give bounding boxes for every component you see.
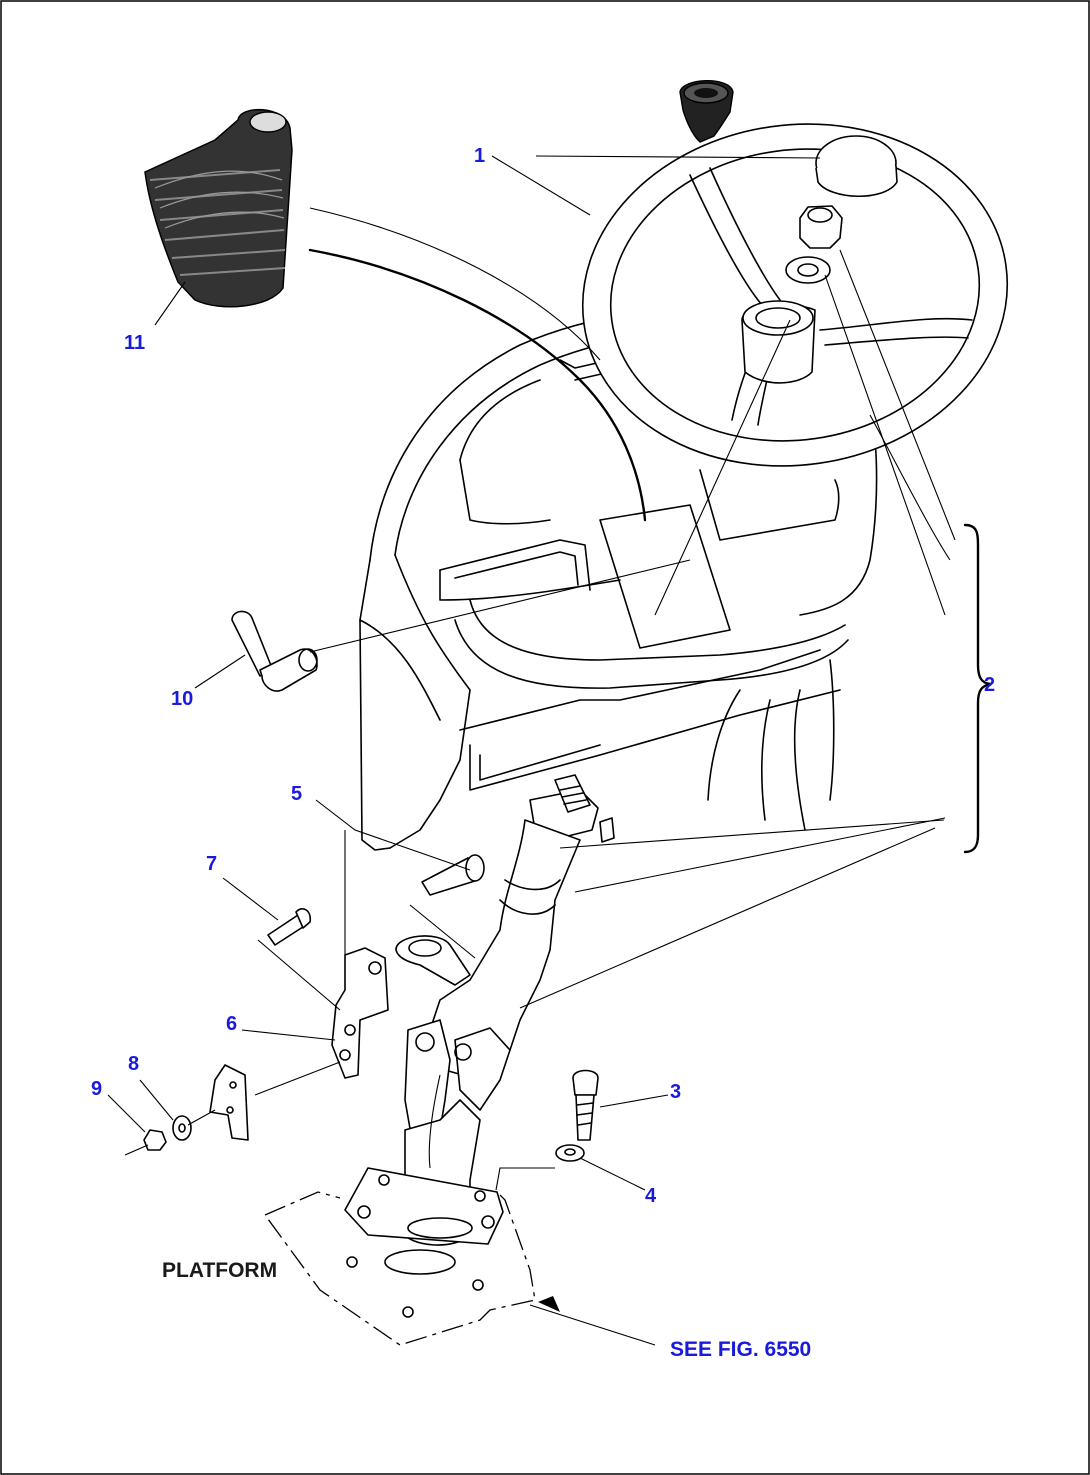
- nut-small: [143, 1129, 167, 1151]
- callout-2: 2: [984, 674, 995, 696]
- leader-11: [154, 281, 186, 326]
- support-plate: [209, 1064, 249, 1141]
- platform-label: PLATFORM: [162, 1259, 277, 1282]
- washer-small: [172, 1115, 192, 1141]
- nut: [799, 205, 843, 249]
- callout-10: 10: [171, 688, 193, 710]
- washer-lower: [555, 1144, 585, 1162]
- washer: [785, 256, 831, 284]
- bolt-lower: [572, 1069, 599, 1141]
- steering-wheel: [581, 123, 1009, 467]
- assembly-brace: [963, 523, 992, 854]
- bolt-upper: [267, 908, 312, 946]
- lock-pin: [421, 854, 485, 896]
- spinner-knob: [679, 80, 734, 143]
- lever-boot: [144, 108, 293, 308]
- callout-4: 4: [645, 1185, 657, 1207]
- callout-11: 11: [124, 332, 145, 354]
- callout-6: 6: [226, 1013, 237, 1035]
- callout-9: 9: [91, 1078, 102, 1100]
- callout-3: 3: [670, 1081, 681, 1103]
- callout-5: 5: [291, 783, 302, 805]
- boot-reference-line: [308, 248, 647, 522]
- callout-1: 1: [474, 145, 485, 167]
- callout-7: 7: [206, 853, 217, 875]
- see-figure-label[interactable]: SEE FIG. 6550: [670, 1338, 811, 1361]
- reference-arrow: [538, 1296, 560, 1312]
- horn-cap: [815, 135, 898, 198]
- callout-8: 8: [128, 1053, 139, 1075]
- mounting-bracket: [331, 947, 389, 1079]
- steering-column: [344, 774, 615, 1246]
- boot-reference-line-2: [309, 207, 601, 361]
- tilt-lever: [231, 610, 318, 692]
- platform-plate: [264, 1191, 536, 1346]
- leader-lines: [107, 155, 956, 1346]
